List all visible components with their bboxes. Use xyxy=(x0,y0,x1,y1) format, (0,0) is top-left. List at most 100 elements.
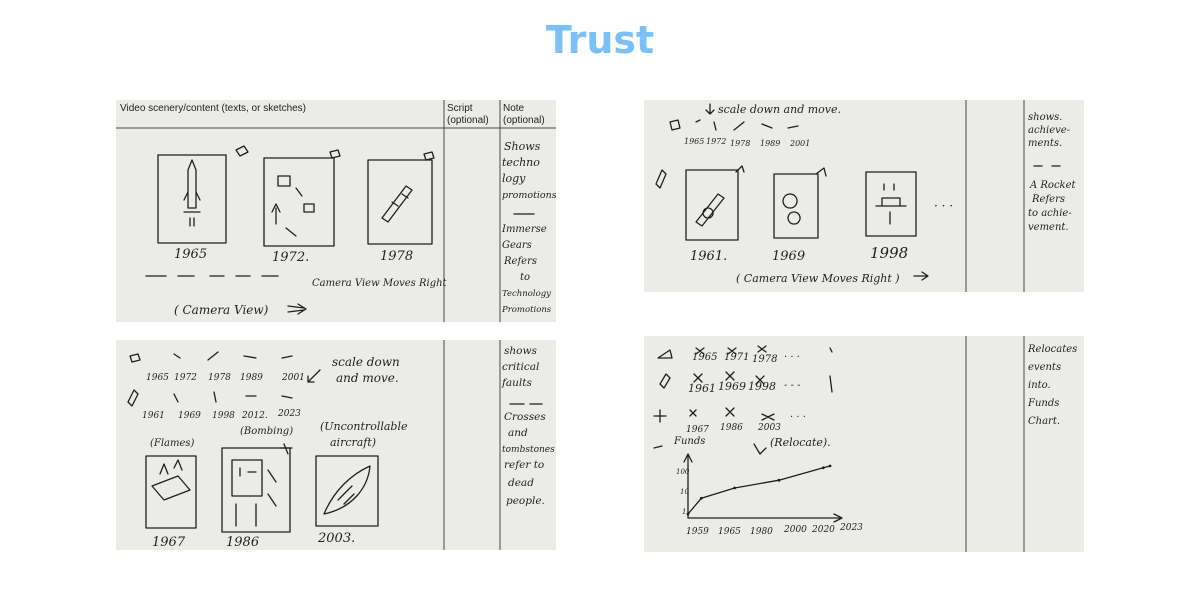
note-line: and xyxy=(508,427,528,439)
funds-series-line xyxy=(687,465,831,515)
funds-data-point xyxy=(733,486,736,490)
note-line: A Rocket xyxy=(1029,180,1077,191)
note-line: Promotions xyxy=(501,305,552,315)
header-script: Script xyxy=(447,103,473,114)
x-tick-label: 1965 xyxy=(718,527,741,537)
note-line: Crosses xyxy=(504,411,546,423)
note-line: Relocates xyxy=(1027,344,1077,355)
camera-moves-right-label: Camera View Moves Right xyxy=(312,278,448,289)
small-year-label: 1978 xyxy=(752,354,777,365)
year-label: 1967 xyxy=(152,535,186,550)
note-line: achieve- xyxy=(1028,125,1071,136)
funds-data-point xyxy=(828,464,832,468)
header-note: Note xyxy=(503,103,525,114)
scale-down-label: scale down xyxy=(332,355,400,369)
small-year-label: 1965 xyxy=(692,352,717,363)
storyboard-panel-2: scale down and move. 1965 1972 1978 1989… xyxy=(644,100,1084,292)
storyboard-panel-4: 1965 1971 1978 · · · 1961 1969 1998 - - … xyxy=(644,336,1084,552)
small-year-label: 1998 xyxy=(212,411,235,421)
small-year-label: 1972 xyxy=(706,137,726,146)
x-tick-label: 1980 xyxy=(750,527,773,537)
frame-1965 xyxy=(157,145,249,244)
frame-1998 xyxy=(865,171,917,237)
note-line: Refers xyxy=(1031,194,1065,205)
note-line: events xyxy=(1028,362,1061,373)
header-note-optional: (optional) xyxy=(503,115,545,126)
small-year-label: 1989 xyxy=(240,373,263,383)
funds-chart xyxy=(683,453,843,523)
year-label: 1969 xyxy=(772,249,805,264)
scale-down-label: scale down and move. xyxy=(718,103,841,116)
plus-icon xyxy=(653,409,667,423)
note-line: faults xyxy=(501,377,532,389)
funds-data-point xyxy=(821,466,825,470)
small-year-label: 1978 xyxy=(208,373,231,383)
header-script-optional: (optional) xyxy=(447,115,489,126)
curved-arrow-icon xyxy=(753,443,767,455)
small-year-label: 1965 xyxy=(684,137,704,146)
x-tick-label: 2000 xyxy=(783,525,807,535)
frame-1967 xyxy=(145,455,197,529)
aircraft-icon xyxy=(657,349,673,359)
ellipsis-mark: · · · xyxy=(934,199,953,213)
frame-1961 xyxy=(685,165,745,241)
small-year-label: 1972 xyxy=(174,373,197,383)
small-year-label: 2023 xyxy=(277,409,301,419)
note-line: Shows xyxy=(504,140,541,153)
frame-1969 xyxy=(773,167,827,239)
note-line: Immerse xyxy=(501,224,547,235)
rocket-icon xyxy=(655,169,667,189)
note-line: Technology xyxy=(502,289,551,299)
note-line: vement. xyxy=(1028,222,1069,233)
note-line: to achie- xyxy=(1028,208,1072,219)
small-year-label: 1965 xyxy=(146,373,169,383)
note-line: critical xyxy=(502,361,539,373)
note-line: into. xyxy=(1028,380,1051,391)
funds-data-point xyxy=(777,478,781,482)
x-tick-label: 1959 xyxy=(686,527,709,537)
year-label: 2003. xyxy=(317,531,355,546)
ellipsis-mark: · · · xyxy=(784,352,800,363)
note-line: shows. xyxy=(1028,112,1062,123)
small-year-label: 2003 xyxy=(757,423,781,433)
note-line: Refers xyxy=(503,256,537,267)
y-axis-arrow xyxy=(683,453,693,463)
dash-mark: - - - xyxy=(784,380,801,391)
note-line: refer to xyxy=(504,459,544,471)
small-year-label: 1961 xyxy=(142,411,165,421)
storyboard-sheet-4: 1965 1971 1978 · · · 1961 1969 1998 - - … xyxy=(653,336,1077,552)
note-line: techno xyxy=(502,156,540,169)
note-line: tombstones xyxy=(502,445,555,455)
camera-moves-right-label: ( Camera View Moves Right ) xyxy=(736,272,900,285)
year-label: 1998 xyxy=(870,244,908,262)
note-line: Funds xyxy=(1027,398,1059,409)
storyboard-panel-3: 1965 1972 1978 1989 2001 scale down and … xyxy=(116,340,556,550)
small-year-label: 1978 xyxy=(730,139,750,148)
x-tick-label: 2020 xyxy=(811,525,835,535)
funds-data-point xyxy=(699,496,703,500)
small-year-label: 1998 xyxy=(748,380,776,393)
note-line: shows xyxy=(504,345,537,357)
note-line: people. xyxy=(506,495,545,507)
storyboard-panel-1: Video scenery/content (texts, or sketche… xyxy=(116,100,556,322)
x-tick-label: 2023 xyxy=(839,523,863,533)
x-axis-arrow xyxy=(833,513,843,523)
camera-view-label: ( Camera View) xyxy=(174,303,269,317)
year-label: 1961. xyxy=(690,249,727,264)
small-year-label: 1989 xyxy=(760,139,780,148)
aircraft-label: aircraft) xyxy=(330,436,376,449)
y-tick-label: 100 xyxy=(676,468,690,476)
note-line: Gears xyxy=(502,240,532,251)
y-tick-label: 10 xyxy=(680,488,689,496)
frame-1978 xyxy=(367,151,435,245)
bombing-label: (Bombing) xyxy=(240,426,293,437)
note-line: logy xyxy=(502,172,526,185)
frame-2003 xyxy=(315,455,379,527)
funds-label: Funds xyxy=(673,436,705,447)
uncontrollable-label: (Uncontrollable xyxy=(320,420,408,433)
storyboard-sheet-2: scale down and move. 1965 1972 1978 1989… xyxy=(655,100,1077,292)
year-label: 1978 xyxy=(380,249,413,264)
arrow-right-icon xyxy=(913,271,929,281)
header-video-content: Video scenery/content (texts, or sketche… xyxy=(120,103,306,114)
note-line: promotions xyxy=(502,190,556,201)
